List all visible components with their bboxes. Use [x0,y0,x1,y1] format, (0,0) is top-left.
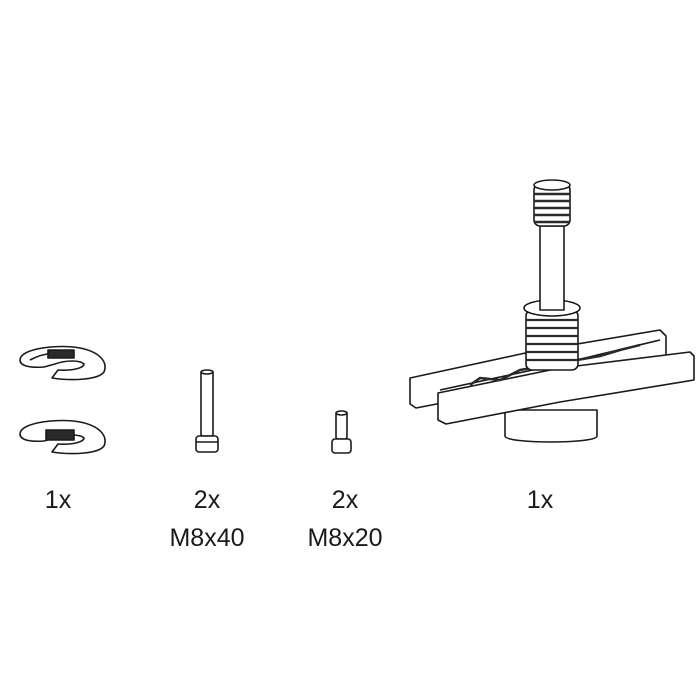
clip-quantity: 1x [44,486,72,514]
clip-icon-top [19,345,106,381]
bolt-m8x20-icon [331,410,352,454]
leveling-foot-icon [409,179,695,443]
bolt-m8x40-icon [195,369,219,453]
bolt-m8x40-spec: M8x40 [169,524,245,552]
clip-icon-bottom [19,419,106,455]
bolt-m8x20-spec: M8x20 [307,524,383,552]
bolt-m8x20-quantity: 2x [331,486,359,514]
bolt-m8x40-quantity: 2x [193,486,221,514]
leveling-foot-quantity: 1x [526,486,554,514]
